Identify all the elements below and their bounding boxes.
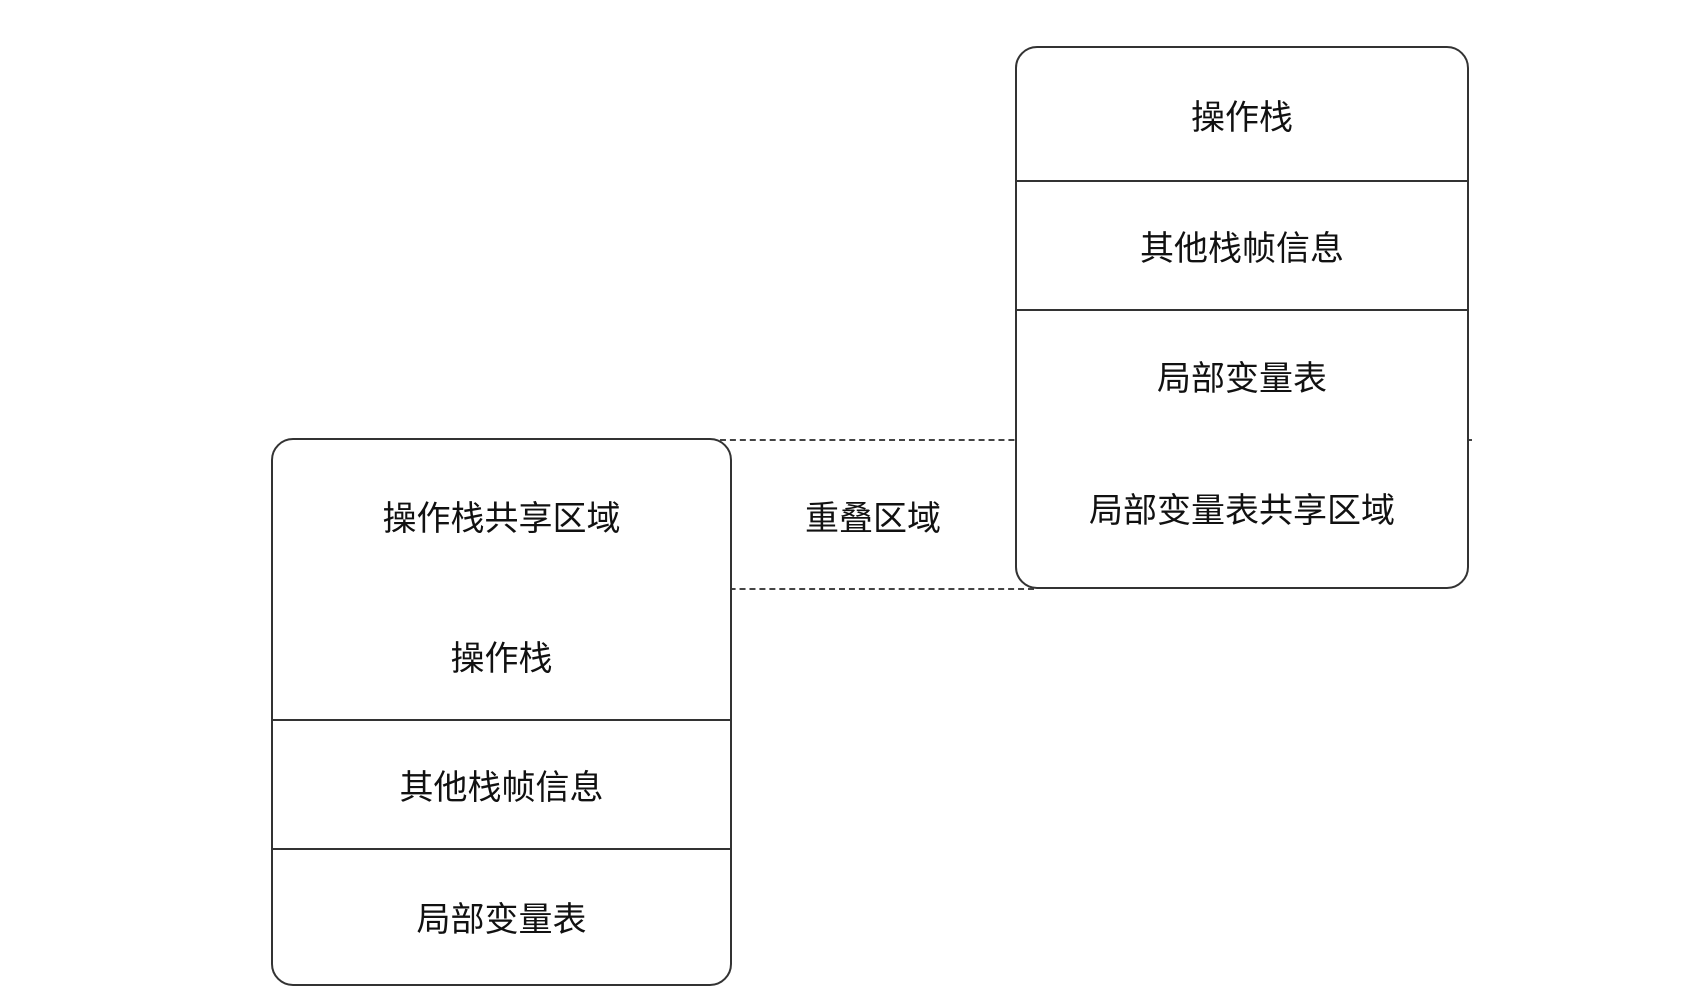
lower-other-frame-info: 其他栈帧信息 (273, 720, 730, 848)
lower-local-var-table-label: 局部变量表 (416, 900, 587, 940)
lower-divider-1 (273, 719, 730, 721)
upper-operand-stack: 操作栈 (1017, 48, 1467, 180)
lower-divider-2 (273, 848, 730, 850)
upper-local-var-table-label: 局部变量表 (1157, 358, 1327, 399)
upper-other-frame-info: 其他栈帧信息 (1017, 181, 1467, 309)
upper-operand-stack-label: 操作栈 (1191, 97, 1293, 138)
upper-divider-1 (1017, 180, 1467, 182)
upper-local-var-shared: 局部变量表共享区域 (1017, 441, 1467, 573)
lower-other-frame-info-label: 其他栈帧信息 (399, 767, 604, 808)
upper-other-frame-info-label: 其他栈帧信息 (1140, 228, 1344, 269)
overlap-region-label: 重叠区域 (742, 480, 1004, 550)
upper-divider-2 (1017, 309, 1467, 311)
lower-operand-stack-shared-label: 操作栈共享区域 (382, 498, 621, 539)
lower-local-var-table: 局部变量表 (273, 849, 730, 984)
upper-local-var-shared-label: 局部变量表共享区域 (1089, 490, 1395, 531)
upper-stack-frame: 操作栈 其他栈帧信息 局部变量表 局部变量表共享区域 (1015, 46, 1469, 589)
upper-local-var-table: 局部变量表 (1017, 310, 1467, 440)
lower-stack-frame: 操作栈共享区域 操作栈 其他栈帧信息 局部变量表 (271, 438, 732, 986)
lower-operand-stack-shared: 操作栈共享区域 (273, 440, 730, 590)
lower-operand-stack-label: 操作栈 (450, 638, 553, 679)
overlap-region-text: 重叠区域 (805, 498, 941, 539)
lower-operand-stack: 操作栈 (273, 591, 730, 719)
